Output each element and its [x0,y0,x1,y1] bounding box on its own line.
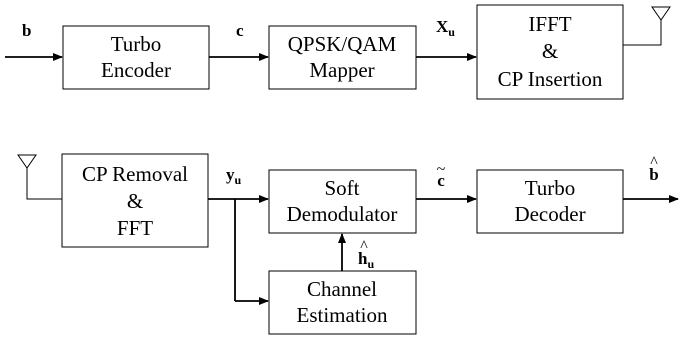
hu-text: hu [358,249,374,271]
ifft-line2: & [542,39,558,63]
xu-main: X [436,17,449,36]
estimation-line2: Estimation [297,303,388,327]
soft-demodulator-block: Soft Demodulator [268,169,417,234]
xu-sub: u [448,25,455,39]
b-hat-label: ^ b [649,154,658,184]
input-b-label: b [22,21,31,40]
qpsk-qam-mapper-block: QPSK/QAM Mapper [268,25,417,90]
mapper-line2: Mapper [309,58,374,82]
turbo-decoder-block: Turbo Decoder [476,169,624,234]
hu-hat: ^ [360,238,368,255]
turbo-encoder-line1: Turbo [111,32,162,56]
hu-label: ^ hu [358,238,374,271]
turbo-encoder-block: Turbo Encoder [62,25,210,90]
c-label: c [236,21,244,40]
yu-label: yu [226,165,242,187]
hu-sub: u [367,257,374,271]
fft-line2: & [127,189,143,213]
decoder-line2: Decoder [514,202,585,226]
yu-main: y [226,165,235,184]
receive-antenna-icon [17,154,62,200]
transmit-antenna-icon [623,6,671,46]
c-tilde-main: c [437,171,445,190]
ifft-line3: CP Insertion [498,67,603,91]
estimation-line1: Channel [307,277,377,301]
channel-estimation-block: Channel Estimation [268,270,417,335]
demod-line2: Demodulator [287,202,398,226]
ifft-cp-insertion-block: IFFT & CP Insertion [476,4,624,100]
ifft-line1: IFFT [528,12,571,36]
xu-label: Xu [436,17,455,39]
c-tilde-accent: ~ [437,161,446,178]
mapper-line1: QPSK/QAM [288,32,397,56]
demod-line1: Soft [324,176,359,200]
b-hat-accent: ^ [650,154,658,171]
fft-line3: FFT [117,216,153,240]
fft-line1: CP Removal [82,162,188,186]
b-hat-main: b [649,165,658,184]
decoder-line1: Turbo [525,176,576,200]
cp-removal-fft-block: CP Removal & FFT [61,153,209,248]
yu-sub: u [235,173,242,187]
c-tilde-label: ~ c [437,161,446,190]
turbo-encoder-line2: Encoder [101,58,171,82]
hu-main: h [358,249,368,268]
